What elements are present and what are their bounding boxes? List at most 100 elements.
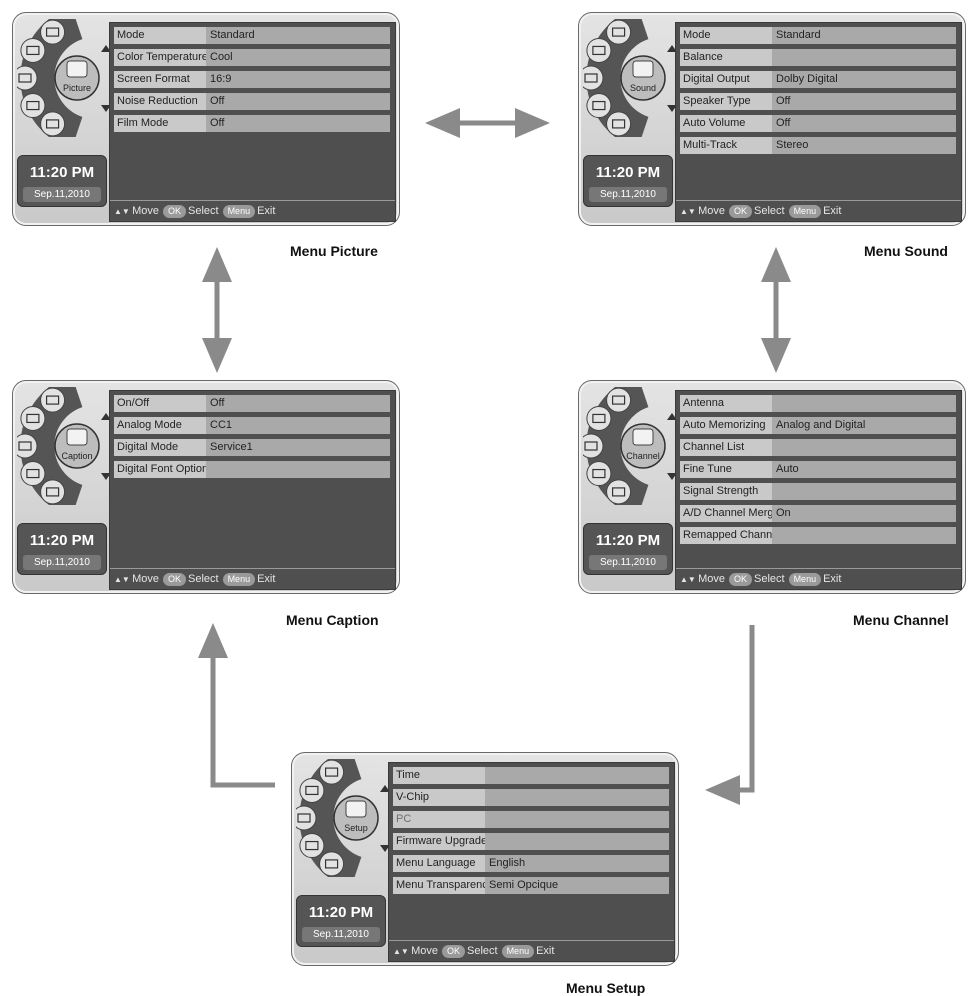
caption-category-icon[interactable] [319,851,345,877]
scroll-up-icon[interactable] [101,45,109,52]
picture-category-icon[interactable] [606,387,632,413]
sound-category-icon[interactable] [299,777,325,803]
clock-date: Sep.11,2010 [589,187,667,202]
sound-category-icon[interactable] [20,405,46,431]
sound-category-icon[interactable] [20,37,46,63]
picture-category-icon[interactable] [40,387,66,413]
setup-category-icon[interactable] [20,93,46,119]
menu-row-label: Auto Volume [680,115,772,132]
scroll-down-icon[interactable] [667,473,675,480]
scroll-up-icon[interactable] [380,785,388,792]
scroll-down-icon[interactable] [101,473,109,480]
picture-category-icon[interactable] [40,19,66,45]
sound-category-icon[interactable] [586,37,612,63]
setup-category-icon[interactable] [586,93,612,119]
scroll-down-icon[interactable] [380,845,388,852]
menu-row-firmware-upgrade[interactable]: Firmware Upgrade [393,833,669,850]
menu-row-balance[interactable]: Balance [680,49,956,66]
menu-row-v-chip[interactable]: V-Chip [393,789,669,806]
menu-row-value: Standard [206,27,390,44]
channel-category-icon[interactable] [583,65,604,91]
menu-row-value: Standard [772,27,956,44]
menu-row-digital-font-option[interactable]: Digital Font Option [114,461,390,478]
up-down-arrows-icon: ▲▼ [680,575,699,584]
menu-row-signal-strength[interactable]: Signal Strength [680,483,956,500]
setup-category-icon[interactable] [586,461,612,487]
menu-row-value [485,789,669,806]
scroll-up-icon[interactable] [667,413,675,420]
channel-category-icon[interactable] [296,805,317,831]
ok-key-icon: OK [728,573,752,586]
category-name: Setup [344,823,368,833]
caption-category-icon[interactable] [606,479,632,505]
scroll-down-icon[interactable] [667,105,675,112]
menu-row-label: Screen Format [114,71,206,88]
scroll-up-icon[interactable] [101,413,109,420]
picture-category-icon[interactable] [606,19,632,45]
category-name: Sound [630,83,656,93]
setup-category-icon[interactable] [299,833,325,859]
menu-row-channel-list[interactable]: Channel List [680,439,956,456]
menu-row-time[interactable]: Time [393,767,669,784]
up-down-arrows-icon: ▲▼ [114,575,133,584]
up-down-arrows-icon: ▲▼ [114,207,133,216]
scroll-down-icon[interactable] [101,105,109,112]
menu-row-pc[interactable]: PC [393,811,669,828]
menu-row-value [485,811,669,828]
setup-caption-arrow [198,623,275,788]
channel-setup-arrow [705,625,755,805]
menu-row-label: Speaker Type [680,93,772,110]
menu-row-value: Off [206,93,390,110]
clock-date: Sep.11,2010 [302,927,380,942]
menu-row-antenna[interactable]: Antenna [680,395,956,412]
menu-row-label: V-Chip [393,789,485,806]
move-hint: Move [132,205,159,217]
caption-category-icon[interactable] [40,479,66,505]
menu-row-remapped-channel[interactable]: Remapped Channel [680,527,956,544]
exit-hint: Exit [257,573,276,585]
caption-category-icon[interactable] [40,111,66,137]
picture-category-icon[interactable] [319,759,345,785]
up-down-arrows-icon: ▲▼ [680,207,699,216]
menu-row-value [206,461,390,478]
category-name: Caption [61,451,92,461]
menu-row-value: Stereo [772,137,956,154]
channel-category-icon[interactable] [17,65,38,91]
caption-category-icon[interactable] [606,111,632,137]
exit-hint: Exit [257,205,276,217]
menu-key-icon: Menu [788,573,822,586]
scroll-up-icon[interactable] [667,45,675,52]
setup-category-icon[interactable] [20,461,46,487]
menu-row-label: A/D Channel Merge [680,505,772,522]
menu-key-icon: Menu [222,573,256,586]
sound-category-icon[interactable] [586,405,612,431]
menu-row-value [772,395,956,412]
channel-category-icon[interactable] [583,433,604,459]
channel-category-icon[interactable] [17,433,38,459]
menu-row-value: Off [772,93,956,110]
